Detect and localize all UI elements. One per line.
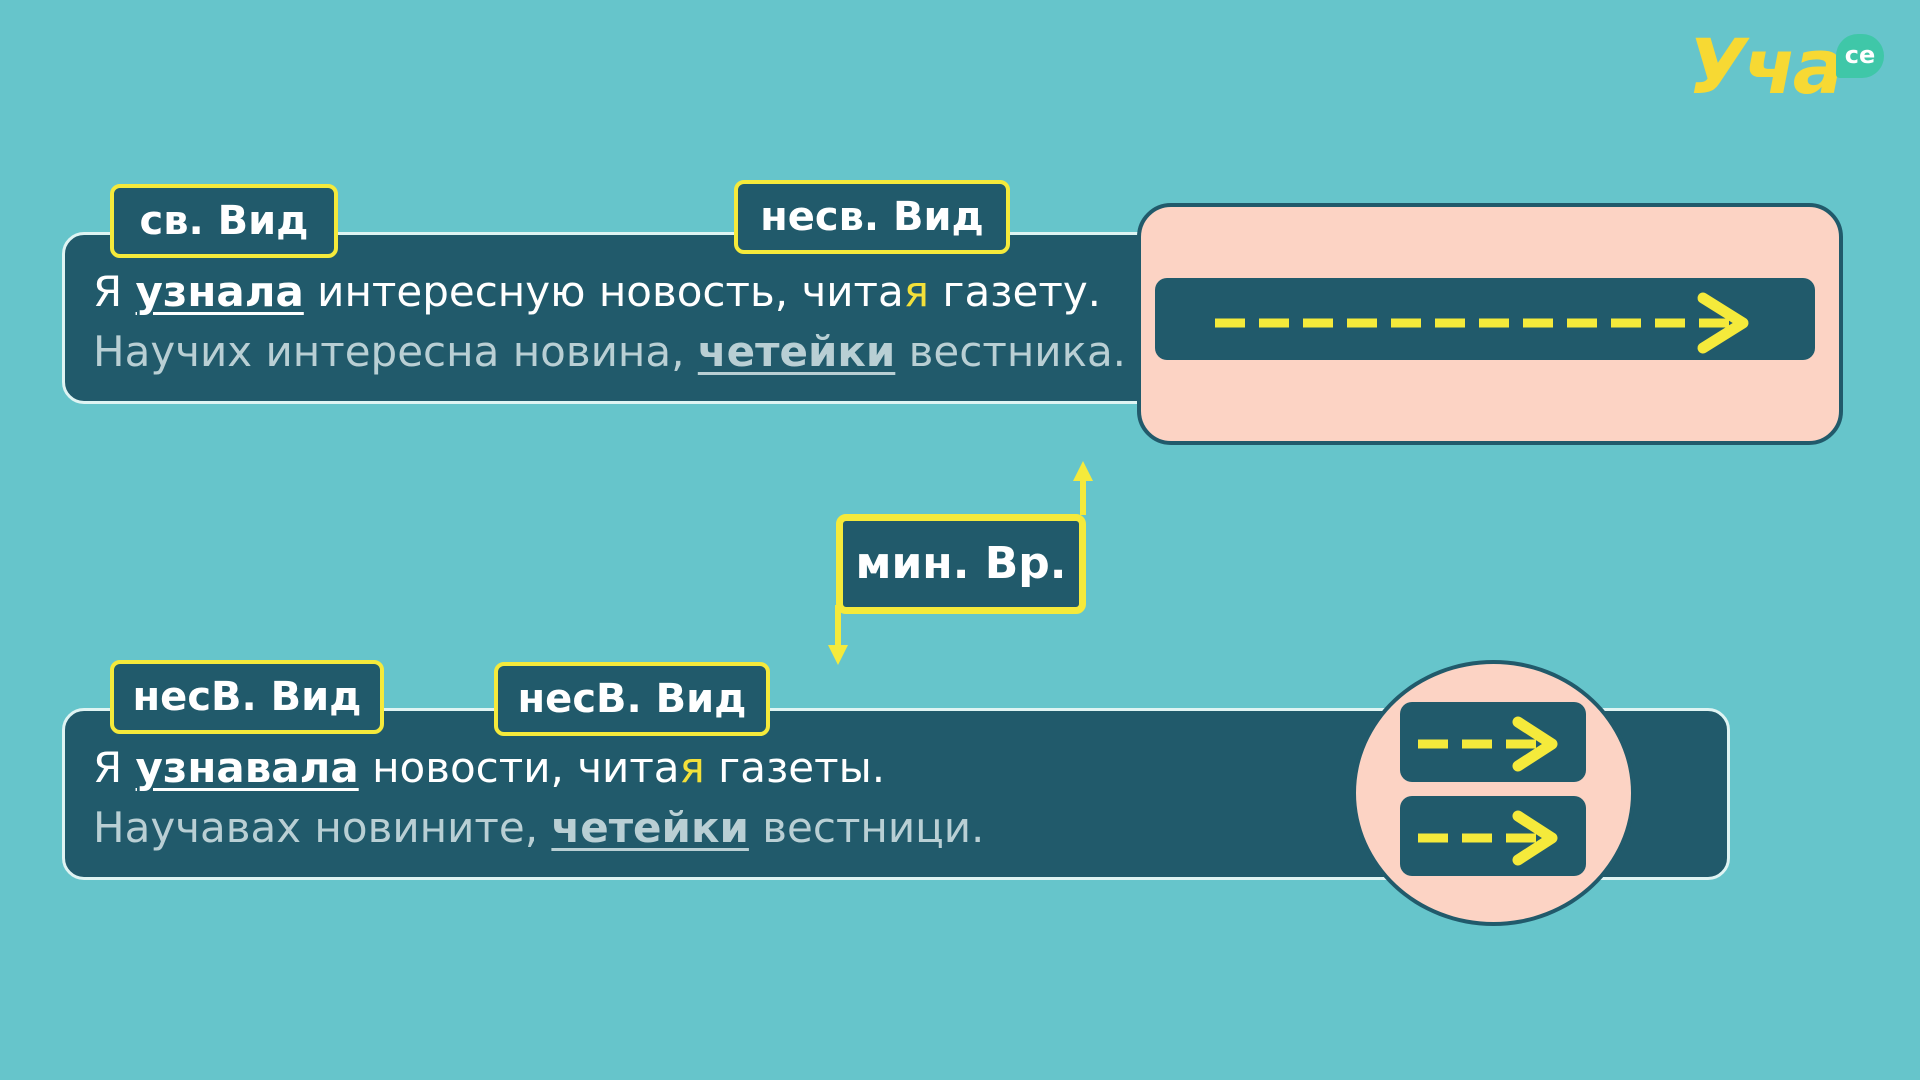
bottom-bg-post: вестници. — [748, 803, 985, 852]
bottom-bulgarian-sentence: Научавах новините, четейки вестници. — [93, 803, 984, 852]
bottom-ru-pre: Я — [93, 743, 136, 792]
tense-connector-arrows — [828, 461, 1093, 665]
top-tag-perfective: св. Вид — [110, 184, 338, 258]
top-bg-verb: четейки — [697, 327, 896, 376]
bottom-bg-pre: Научавах новините, — [93, 803, 552, 852]
bottom-ru-highlight: я — [679, 743, 705, 792]
bottom-ru-verb: узнавала — [135, 743, 359, 792]
logo-badge-text: се — [1844, 41, 1876, 69]
short-dashed-arrow-icon — [1418, 716, 1558, 772]
top-tag-imperfective: несв. Вид — [734, 180, 1010, 254]
bottom-russian-sentence: Я узнавала новости, читая газеты. — [93, 743, 885, 792]
top-bg-pre: Научих интересна новина, — [93, 327, 698, 376]
top-ru-post: газету. — [929, 267, 1102, 316]
logo: Уча се — [1688, 22, 1898, 112]
bottom-ru-mid: новости, чита — [358, 743, 680, 792]
top-bg-post: вестника. — [895, 327, 1127, 376]
top-ru-verb: узнала — [135, 267, 304, 316]
long-dashed-arrow-icon — [1215, 292, 1749, 354]
logo-text: Уча — [1688, 22, 1844, 111]
bottom-ru-post: газеты. — [704, 743, 886, 792]
logo-badge: се — [1836, 34, 1884, 78]
top-ru-highlight: я — [903, 267, 930, 316]
bottom-tag-imperfective-right: несВ. Вид — [494, 662, 770, 736]
timeline-circle-repeated — [1352, 660, 1635, 926]
top-ru-mid: интересную новость, чита — [303, 267, 904, 316]
middle-tag-past-tense: мин. Вр. — [836, 514, 1086, 614]
short-dashed-arrow-icon-2 — [1418, 810, 1558, 866]
top-bulgarian-sentence: Научих интересна новина, четейки вестник… — [93, 327, 1126, 376]
top-russian-sentence: Я узнала интересную новость, читая газет… — [93, 267, 1101, 316]
bottom-tag-imperfective-left: несВ. Вид — [110, 660, 384, 734]
top-ru-pre: Я — [93, 267, 136, 316]
bottom-bg-verb: четейки — [551, 803, 749, 852]
top-sentence-panel: Я узнала интересную новость, читая газет… — [62, 232, 1172, 404]
